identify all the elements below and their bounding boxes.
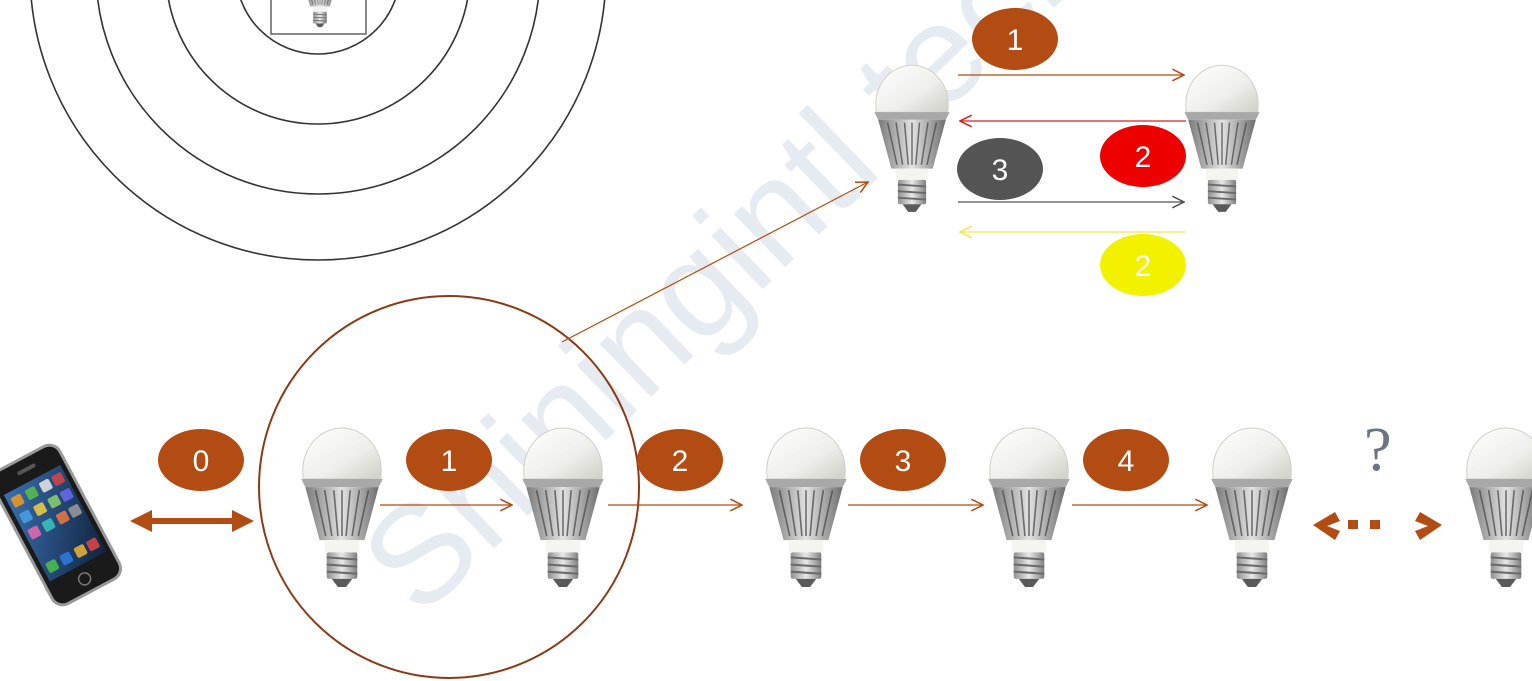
unknown-link-arrow xyxy=(1313,512,1442,540)
svg-text:2: 2 xyxy=(1135,250,1152,283)
unknown-link-label: ? xyxy=(1364,416,1392,484)
led-bulb-icon xyxy=(764,427,848,588)
led-bulb-icon xyxy=(301,0,339,28)
led-bulb-icon xyxy=(987,427,1071,588)
svg-text:2: 2 xyxy=(672,445,689,478)
step-badge-2: 2 xyxy=(637,429,723,491)
range-ring xyxy=(240,0,396,55)
signal-range-rings xyxy=(30,0,606,261)
relay-link-arrow xyxy=(561,182,868,343)
center-bulb-frame xyxy=(270,0,367,35)
led-bulb-icon xyxy=(1464,427,1532,588)
led-bulb-icon xyxy=(1183,64,1261,213)
svg-text:1: 1 xyxy=(1007,24,1024,57)
step-badge-4: 4 xyxy=(1083,429,1169,491)
range-circle xyxy=(258,295,640,679)
led-bulb-icon xyxy=(1210,427,1294,588)
led-bulb-icon xyxy=(521,427,605,588)
svg-text:4: 4 xyxy=(1118,445,1135,478)
smartphone-icon xyxy=(0,443,123,607)
relay-badge-2-red: 2 xyxy=(1100,125,1186,187)
relay-badge-2-yellow: 2 xyxy=(1100,234,1186,296)
relay-badge-3-gray: 3 xyxy=(957,138,1043,200)
svg-text:3: 3 xyxy=(992,154,1009,187)
relay-badge-1: 1 xyxy=(972,8,1058,70)
step-badge-0: 0 xyxy=(158,429,244,491)
step-badge-1: 1 xyxy=(406,429,492,491)
svg-text:0: 0 xyxy=(193,445,210,478)
svg-text:3: 3 xyxy=(895,445,912,478)
range-ring xyxy=(30,0,606,261)
step-badge-3: 3 xyxy=(860,429,946,491)
svg-text:1: 1 xyxy=(441,445,458,478)
phone-link-arrow xyxy=(130,510,254,532)
range-ring xyxy=(96,0,540,195)
svg-text:2: 2 xyxy=(1135,141,1152,174)
range-ring xyxy=(167,0,469,125)
